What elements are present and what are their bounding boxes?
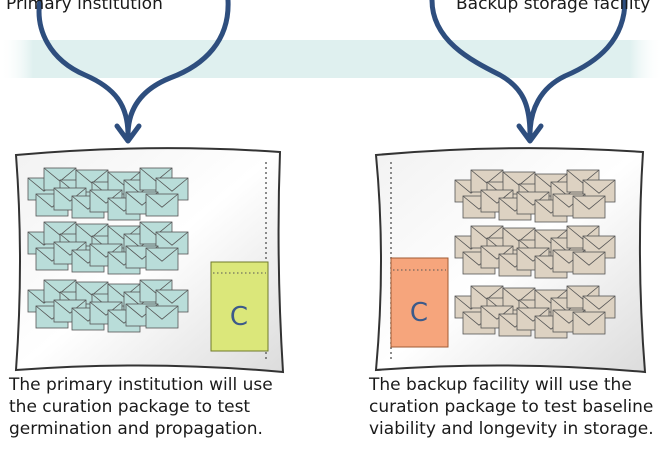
left-caption-line-1: The primary institution will use	[9, 375, 273, 395]
left-caption-line-2: the curation package to test	[9, 397, 251, 417]
left-seed-package-icon	[210, 261, 269, 352]
background-band	[0, 40, 663, 78]
right-envelope-group	[454, 169, 616, 339]
left-envelope-group	[27, 167, 189, 333]
envelope-icon	[145, 247, 179, 271]
envelope-icon	[145, 193, 179, 217]
right-caption: The backup facility will use the curatio…	[369, 374, 654, 440]
envelope-icon	[572, 251, 606, 275]
right-caption-line-2: curation package to test baseline	[369, 397, 654, 417]
left-package-letter: C	[230, 302, 248, 332]
envelope-icon	[572, 195, 606, 219]
backup-facility-label: Backup storage facility	[456, 0, 651, 14]
left-curved-arrow-icon	[36, 0, 231, 144]
left-caption: The primary institution will use the cur…	[9, 374, 273, 440]
right-package-letter: C	[410, 298, 428, 328]
right-caption-line-1: The backup facility will use the	[369, 375, 632, 395]
left-caption-line-3: germination and propagation.	[9, 419, 263, 439]
right-seed-package-icon	[390, 257, 449, 348]
envelope-icon	[572, 311, 606, 335]
envelope-icon	[145, 305, 179, 329]
right-curved-arrow-icon	[429, 0, 628, 144]
right-caption-line-3: viability and longevity in storage.	[369, 419, 654, 439]
primary-institution-label: Primary institution	[6, 0, 163, 14]
